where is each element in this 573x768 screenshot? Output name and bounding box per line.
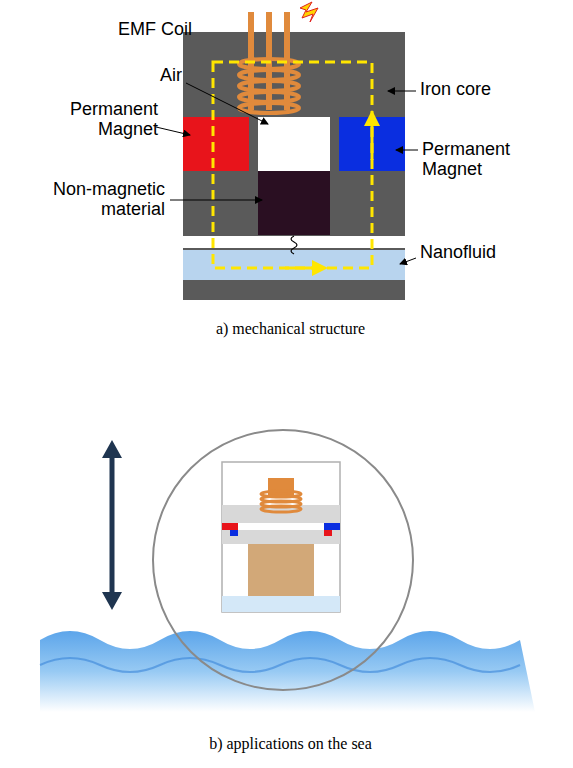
part-label: EMF Coil (118, 20, 192, 40)
part-label: Non-magnetic material (30, 180, 165, 220)
part-label: Air (160, 66, 182, 86)
part-label: Iron core (420, 80, 491, 100)
part-label: Permanent Magnet (422, 140, 522, 180)
part-label: Permanent Magnet (58, 100, 158, 140)
part-label: Nanofluid (420, 243, 496, 263)
subfigure-caption: a) mechanical structure (4, 320, 573, 338)
subfigure-caption: b) applications on the sea (4, 735, 573, 753)
